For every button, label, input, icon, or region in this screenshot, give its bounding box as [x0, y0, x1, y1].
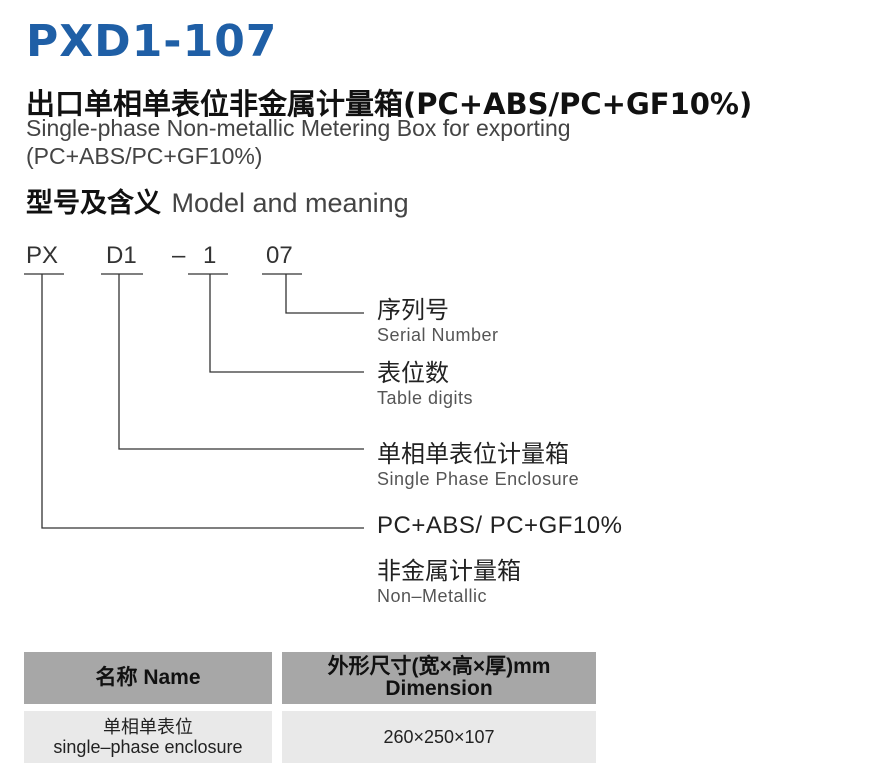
- product-title-en: Single-phase Non-metallic Metering Box f…: [26, 114, 571, 170]
- table-header-name-text: 名称 Name: [95, 666, 201, 689]
- code-segment-d1: D1: [106, 242, 137, 269]
- connector-serial: [285, 274, 364, 314]
- connector-material: [41, 274, 364, 529]
- code-segment-07: 07: [266, 242, 293, 269]
- code-segment-px: PX: [26, 242, 59, 269]
- desc-enclosure: 单相单表位计量箱 Single Phase Enclosure: [377, 440, 579, 490]
- desc-material-en: Non–Metallic: [377, 586, 488, 606]
- table-header-dimension-line2: Dimension: [385, 677, 493, 700]
- table-header-dimension: 外形尺寸(宽×高×厚)mm Dimension: [282, 652, 596, 704]
- desc-serial-number: 序列号 Serial Number: [377, 296, 499, 346]
- desc-serial-en: Serial Number: [377, 325, 499, 345]
- product-title-en-line1: Single-phase Non-metallic Metering Box f…: [26, 115, 571, 141]
- model-code-title: PXD1-107: [26, 16, 278, 67]
- desc-material: PC+ABS/ PC+GF10% 非金属计量箱 Non–Metallic: [377, 512, 622, 607]
- table-row-name-en: single–phase enclosure: [53, 737, 243, 757]
- desc-table-digits-en: Table digits: [377, 388, 474, 408]
- product-title-en-line2: (PC+ABS/PC+GF10%): [26, 143, 263, 169]
- desc-enclosure-cn: 单相单表位计量箱: [377, 440, 569, 468]
- table-row-name-cell: 单相单表位 single–phase enclosure: [24, 711, 272, 763]
- table-header-dimension-line1: 外形尺寸(宽×高×厚)mm: [327, 655, 551, 678]
- table-row-dimension: 260×250×107: [383, 727, 495, 747]
- desc-table-digits: 表位数 Table digits: [377, 359, 473, 409]
- section-heading: 型号及含义 Model and meaning: [26, 181, 409, 220]
- table-row-name-cn: 单相单表位: [103, 717, 193, 737]
- desc-serial-cn: 序列号: [377, 296, 449, 324]
- code-segment-dash: –: [172, 242, 186, 269]
- desc-enclosure-en: Single Phase Enclosure: [377, 469, 580, 489]
- desc-material-cn: 非金属计量箱: [377, 557, 521, 585]
- code-segment-1: 1: [203, 242, 217, 269]
- table-row-dimension-cell: 260×250×107: [282, 711, 596, 763]
- section-heading-en: Model and meaning: [171, 188, 409, 218]
- product-title-cn: 出口单相单表位非金属计量箱(PC+ABS/PC+GF10%): [26, 87, 753, 121]
- connector-enclosure: [118, 274, 364, 450]
- desc-table-digits-cn: 表位数: [377, 359, 449, 387]
- table-header-name: 名称 Name: [24, 652, 272, 704]
- desc-material-code: PC+ABS/ PC+GF10%: [377, 512, 623, 539]
- section-heading-cn: 型号及含义: [26, 188, 161, 219]
- connector-table-digits: [209, 274, 364, 373]
